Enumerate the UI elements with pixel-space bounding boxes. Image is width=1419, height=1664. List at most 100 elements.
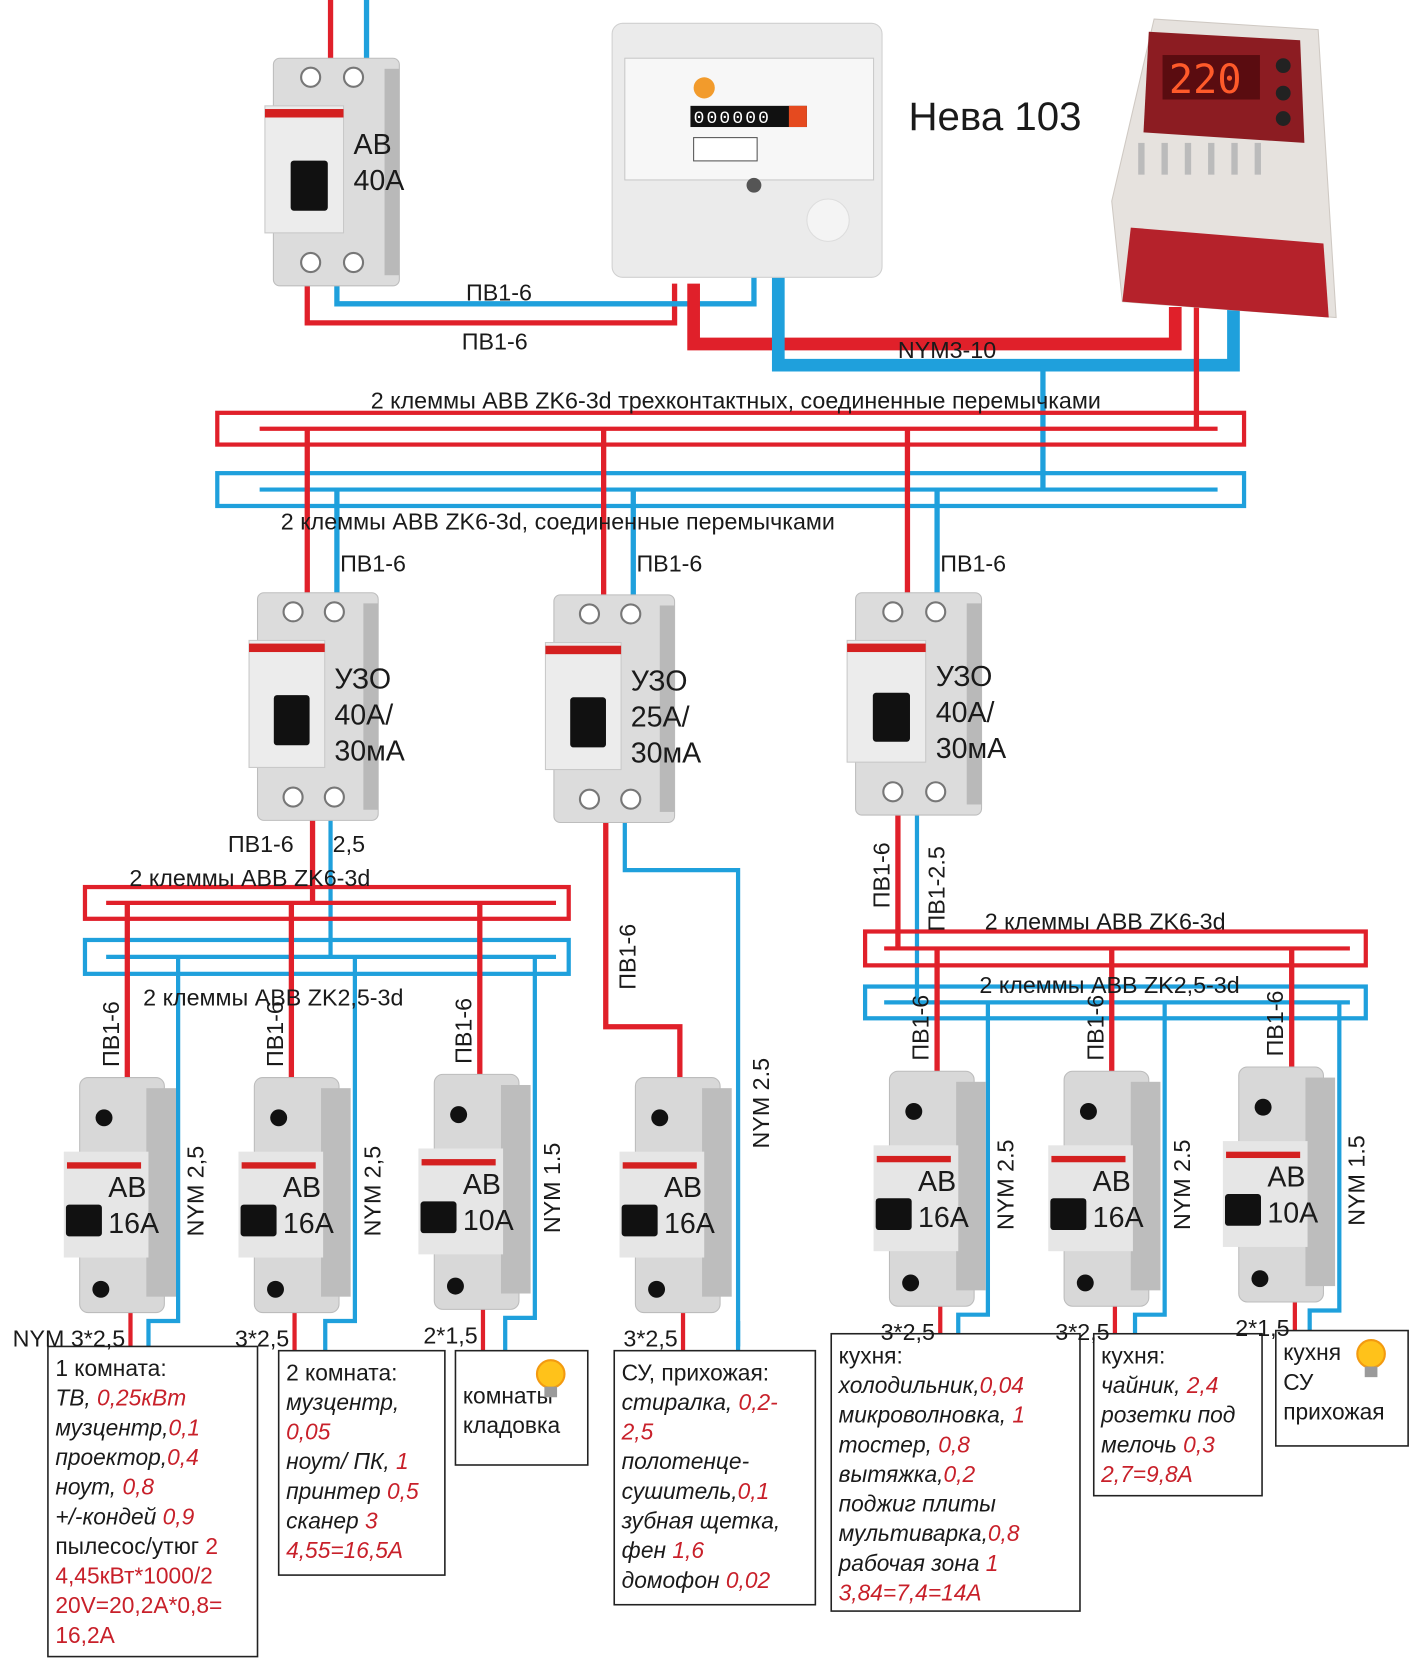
device-rating-label: УЗО <box>334 663 391 695</box>
device-front <box>248 639 326 768</box>
load-line: 20V=20,2A*0,8= <box>55 1592 222 1618</box>
terminal-screw-icon <box>882 781 904 803</box>
main-neutral-terminal-bar <box>215 471 1247 509</box>
load-line: СУ <box>1283 1369 1314 1395</box>
load-power-value: 20V=20,2A*0,8= <box>55 1592 222 1618</box>
breaker-stripe <box>241 1162 316 1169</box>
load-power-value: 0,8 <box>938 1431 970 1457</box>
relay-button[interactable] <box>1275 85 1291 101</box>
load-item-label: розетки под <box>1100 1402 1235 1428</box>
load-item-label: сушитель, <box>622 1478 738 1504</box>
load-item-label: кухня <box>1283 1339 1341 1365</box>
load-item-label: холодильник, <box>838 1372 980 1398</box>
abb-stripe <box>264 109 344 118</box>
rcd-input-label: ПВ1-6 <box>636 551 702 577</box>
load-item-label: СУ <box>1283 1369 1314 1395</box>
load-power-value: 0,02 <box>726 1567 771 1593</box>
toggle-lever-icon <box>290 160 328 211</box>
rcd-input-label: ПВ1-6 <box>940 551 1006 577</box>
relay-button[interactable] <box>1275 58 1291 74</box>
breaker-rating-label: АВ <box>918 1166 956 1198</box>
device-rating-label: 25А/ <box>631 701 690 733</box>
breaker-stripe <box>66 1162 142 1169</box>
load-line: СУ, прихожая: <box>622 1359 769 1385</box>
load-line: 4,55=16,5A <box>286 1537 403 1563</box>
abb-stripe <box>847 643 926 653</box>
terminal-screw-icon <box>323 601 345 623</box>
load-line: микроволновка, 1 <box>839 1402 1025 1428</box>
terminal-screw-icon <box>578 603 601 625</box>
terminal-screw-icon <box>882 601 904 623</box>
relay-button[interactable] <box>1275 111 1291 126</box>
breaker-side <box>321 1088 351 1297</box>
terminal-screw-icon <box>446 1277 464 1295</box>
load-power-value: 4,55=16,5A <box>286 1537 403 1563</box>
cable-type-label: 2*1,5 <box>423 1322 477 1348</box>
breaker-side <box>500 1084 531 1294</box>
load-line: ТВ, 0,25кВт <box>55 1385 186 1411</box>
breaker-input-label: ПВ1-6 <box>908 995 934 1061</box>
terminal-screw-icon <box>450 1106 468 1124</box>
breaker-stripe <box>1051 1155 1126 1163</box>
load-line: кухня <box>1283 1339 1341 1365</box>
load-item-label: +/-кондей <box>55 1503 162 1529</box>
load-item-label: чайник, <box>1101 1372 1187 1398</box>
light-bulb-icon <box>1356 1339 1386 1378</box>
meter-logo-icon <box>693 77 715 99</box>
breaker-rating-label: 16А <box>664 1208 715 1240</box>
breaker-neutral-out-wire <box>1307 1002 1342 1331</box>
device-rating-label: 40А <box>354 165 405 197</box>
load-item-label: поджиг плиты <box>839 1491 997 1517</box>
breaker-neutral-out-wire <box>323 957 358 1351</box>
load-power-value: 2,4 <box>1186 1372 1219 1398</box>
load-item-label: сканер <box>286 1508 365 1534</box>
meter-barcode <box>693 137 758 162</box>
relay-neutral-wire <box>771 277 1240 372</box>
toggle-lever-icon <box>420 1201 457 1234</box>
rcd2-out-phase <box>603 817 683 1082</box>
terminal-screw-icon <box>282 786 304 808</box>
breaker-neutral-out-wire <box>956 1002 991 1334</box>
relay-vent <box>1161 142 1168 175</box>
rcd-2 <box>544 594 676 824</box>
device-rating-label: 40А/ <box>334 699 393 731</box>
breaker-neutral-out-wire <box>146 957 181 1347</box>
load-item-label: ноут/ ПК, <box>286 1448 396 1474</box>
load-line: 2,7=9,8A <box>1100 1461 1193 1487</box>
device-rating-label: УЗО <box>631 665 688 697</box>
meter-optical-port-icon <box>806 198 850 242</box>
terminal-screw-icon <box>651 1109 669 1127</box>
terminal-screw-icon <box>902 1274 920 1292</box>
abb-stripe <box>249 643 325 653</box>
breaker-rating-label: 16А <box>1093 1202 1144 1234</box>
circuit-breaker-5 <box>873 1070 986 1307</box>
meter-counter-last-digit <box>788 105 807 128</box>
rcd2-out-neutral <box>622 822 741 1347</box>
rcd3-out-phase-label: ПВ1-6 <box>868 842 894 908</box>
load-power-value: 3 <box>365 1508 378 1534</box>
breaker-rating-label: АВ <box>664 1172 702 1204</box>
breaker-input-label: ПВ1-6 <box>98 1001 124 1067</box>
terminal-screw-icon <box>620 788 642 810</box>
relay-vent <box>1138 142 1145 175</box>
load-line: кухня: <box>1101 1342 1165 1368</box>
breaker-side <box>146 1088 177 1297</box>
load-power-value: 0,4 <box>167 1444 199 1470</box>
load-item-label: прихожая <box>1283 1398 1384 1424</box>
terminal-screw-icon <box>267 1280 284 1298</box>
rcd1-out-phase-label: ПВ1-6 <box>228 831 294 857</box>
load-power-value: 0,8 <box>988 1520 1020 1546</box>
breaker-rating-label: 16А <box>108 1208 159 1240</box>
toggle-lever-icon <box>875 1198 912 1231</box>
load-box-frame <box>277 1349 446 1576</box>
group1-neutral-terminal-bar <box>82 937 571 976</box>
load-line: розетки под <box>1100 1402 1235 1428</box>
load-item-label: полотенце- <box>622 1448 750 1474</box>
load-item-label: ТВ, <box>55 1385 97 1411</box>
toggle-lever-icon <box>1225 1194 1261 1226</box>
breaker-rating-label: 16А <box>283 1208 334 1240</box>
load-line: мультиварка,0,8 <box>839 1520 1020 1546</box>
